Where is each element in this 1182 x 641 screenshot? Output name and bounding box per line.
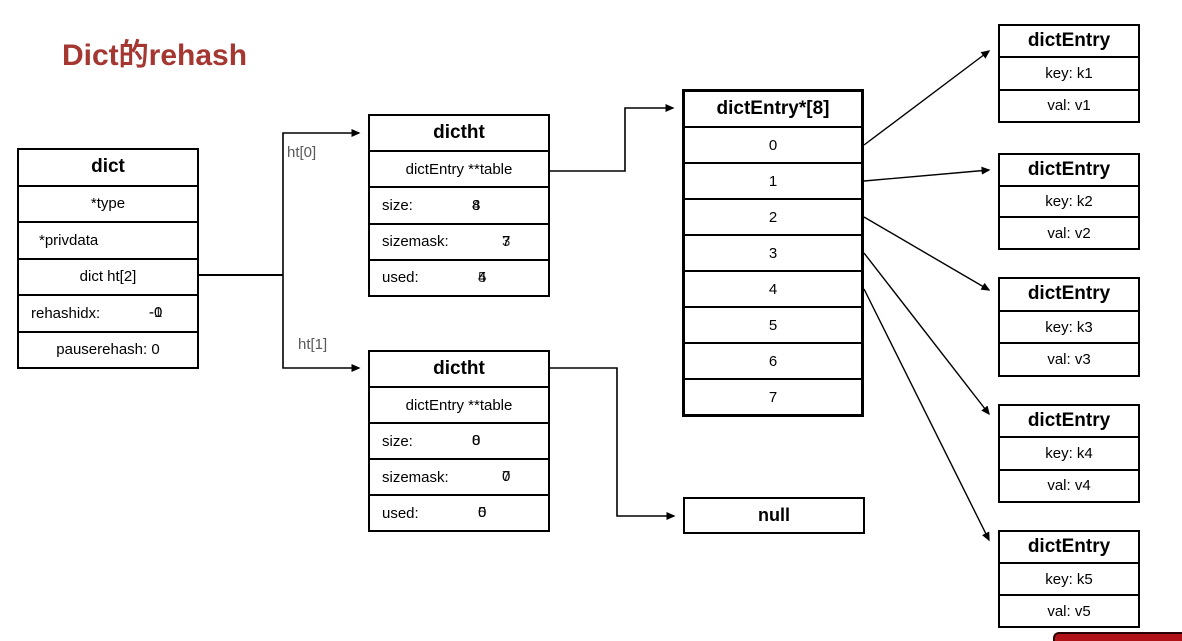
dictentry-key: key: k1 — [1000, 56, 1138, 88]
connector-slot3-to-k4 — [863, 252, 990, 416]
bucket-slot-5: 5 — [685, 306, 861, 342]
dictht0-table-field: dictEntry **table — [370, 150, 548, 186]
dictentry-val: val: v3 — [1000, 342, 1138, 375]
used-label: used: — [382, 269, 419, 287]
connector-branch-to-dictht1 — [282, 275, 361, 372]
connector-slot0-to-k1 — [863, 50, 991, 146]
dictentry-k1-box: dictEntry key: k1 val: v1 — [998, 24, 1140, 123]
ht0-pointer-label: ht[0] — [287, 144, 317, 161]
dictentry-k5-box: dictEntry key: k5 val: v5 — [998, 530, 1140, 628]
dictht1-used-field: used: 0 5 — [370, 494, 548, 530]
bucket-slot-2: 2 — [685, 198, 861, 234]
dict-field-privdata: *privdata — [19, 221, 197, 258]
connector-slot2-to-k3 — [863, 216, 991, 291]
slide-title: Dict的rehash — [62, 39, 248, 72]
dictht0-sizemask-field: sizemask: 7 3 — [370, 222, 548, 259]
bottom-right-red-bar — [1053, 632, 1182, 641]
dict-field-rehashidx: rehashidx: -0 -1 — [19, 294, 197, 331]
dictht1-header: dictht — [433, 358, 485, 379]
dict-field-type: *type — [19, 184, 197, 222]
dictentry-key: key: k4 — [1000, 436, 1138, 468]
dictht1-size-field: size: 0 8 — [370, 422, 548, 458]
dictentry-header: dictEntry — [1027, 536, 1111, 557]
bucket-slot-1: 1 — [685, 162, 861, 198]
dictentry-header: dictEntry — [1027, 30, 1111, 52]
size-label: size: — [382, 197, 413, 214]
connector-slot4-to-k5 — [863, 288, 990, 542]
dictht0-header: dictht — [433, 122, 485, 144]
dictht1-sizemask-field: sizemask: 0 7 — [370, 458, 548, 494]
bucket-array-header: dictEntry*[8] — [716, 98, 830, 119]
dictentry-header: dictEntry — [1027, 410, 1111, 432]
connector-dictht0-to-array — [550, 104, 675, 172]
dict-struct-box: dict *type *privdata dict ht[2] rehashid… — [17, 148, 199, 369]
bucket-slot-0: 0 — [685, 126, 861, 162]
dictht1-table-field: dictEntry **table — [370, 386, 548, 422]
dictentry-val: val: v5 — [1000, 594, 1138, 626]
size-label: size: — [382, 432, 413, 450]
sizemask-label: sizemask: — [382, 233, 449, 251]
bucket-slot-6: 6 — [685, 342, 861, 378]
dictentry-key: key: k2 — [1000, 184, 1138, 217]
dictentry-val: val: v2 — [1000, 216, 1138, 248]
dictentry-key: key: k5 — [1000, 562, 1138, 594]
bucket-slot-4: 4 — [685, 270, 861, 306]
dict-header: dict — [91, 156, 125, 178]
null-box: null — [683, 497, 865, 534]
connector-slot1-to-k2 — [863, 166, 991, 182]
dictentry-key: key: k3 — [1000, 309, 1138, 343]
bucket-slot-7: 7 — [685, 378, 861, 414]
dictentry-val: val: v1 — [1000, 88, 1138, 121]
dictht0-struct-box: dictht dictEntry **table size: 8 4 sizem… — [368, 114, 550, 297]
dictht0-size-field: size: 8 4 — [370, 186, 548, 222]
rehashidx-label: rehashidx: — [31, 304, 101, 322]
dictentry-k4-box: dictEntry key: k4 val: v4 — [998, 404, 1140, 503]
dictentry-header: dictEntry — [1027, 283, 1111, 305]
dict-field-pauserehash: pauserehash: 0 — [19, 330, 197, 368]
bucket-slot-3: 3 — [685, 234, 861, 270]
ht1-pointer-label: ht[1] — [298, 336, 328, 353]
dictht1-struct-box: dictht dictEntry **table size: 0 8 sizem… — [368, 350, 550, 532]
dictentry-header: dictEntry — [1027, 158, 1111, 180]
bucket-array-box: dictEntry*[8] 0 1 2 3 4 5 6 7 — [682, 89, 864, 417]
null-label: null — [758, 505, 790, 525]
used-label: used: — [382, 504, 419, 522]
dictht0-used-field: used: 4 5 — [370, 258, 548, 295]
sizemask-label: sizemask: — [382, 468, 449, 486]
dictentry-k2-box: dictEntry key: k2 val: v2 — [998, 153, 1140, 250]
dictentry-val: val: v4 — [1000, 468, 1138, 501]
connector-dictht1-to-null — [549, 367, 676, 520]
dict-field-ht: dict ht[2] — [19, 257, 197, 295]
dictentry-k3-box: dictEntry key: k3 val: v3 — [998, 277, 1140, 377]
